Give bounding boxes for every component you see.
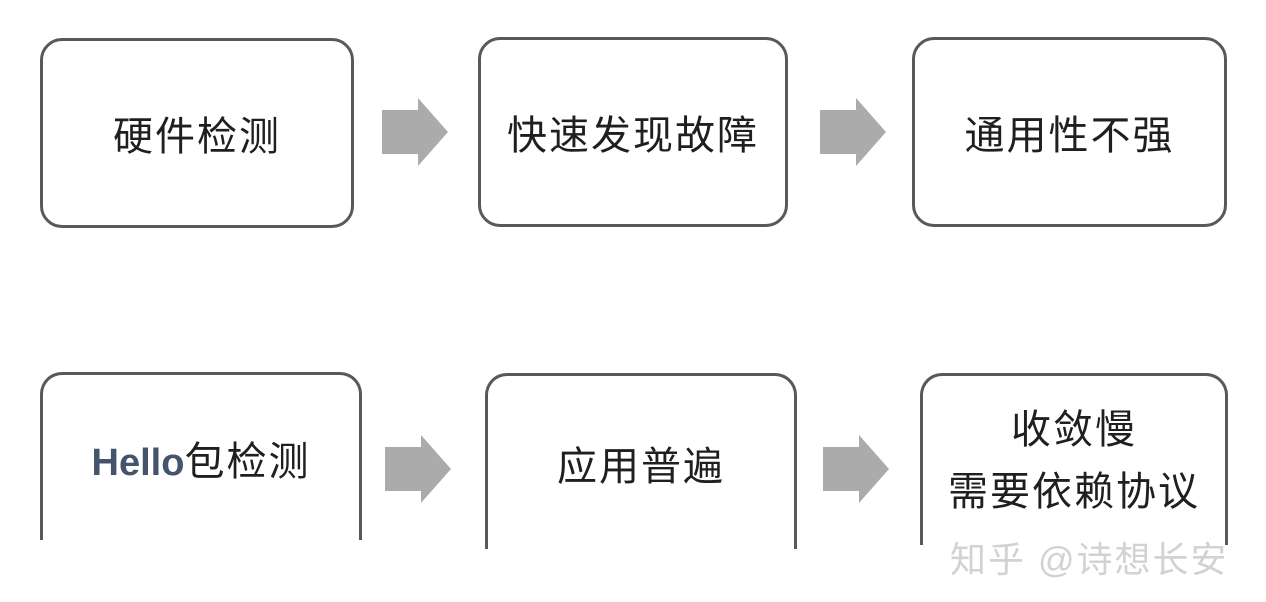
flow-box-label-line2: 需要依赖协议: [948, 469, 1200, 514]
arrow-right-icon: [820, 98, 886, 166]
flow-box-label: 收敛慢 需要依赖协议: [948, 399, 1200, 523]
zhihu-watermark: 知乎 @诗想长安: [950, 539, 1229, 580]
flow-box-hardware-detection: 硬件检测: [40, 38, 354, 228]
flow-box-slow-convergence: 收敛慢 需要依赖协议: [920, 373, 1228, 545]
flow-box-label: 硬件检测: [113, 115, 281, 159]
packet-detection-word: 包检测: [184, 439, 311, 484]
arrow-right-icon: [823, 435, 889, 503]
flow-box-label: Hello包检测: [92, 429, 311, 487]
flow-box-widely-applied: 应用普遍: [485, 373, 797, 549]
flow-box-poor-generality: 通用性不强: [912, 37, 1227, 227]
arrow-right-icon: [382, 98, 448, 166]
flow-box-hello-packet-detection: Hello包检测: [40, 372, 362, 540]
flow-box-label: 应用普遍: [557, 444, 725, 489]
flow-box-label: 通用性不强: [964, 114, 1175, 158]
hello-word: Hello: [91, 441, 185, 484]
flow-box-fast-fault-discovery: 快速发现故障: [478, 37, 788, 227]
flow-box-label: 快速发现故障: [507, 114, 759, 158]
arrow-right-icon: [385, 435, 451, 503]
flow-box-label-line1: 收敛慢: [1011, 407, 1137, 452]
